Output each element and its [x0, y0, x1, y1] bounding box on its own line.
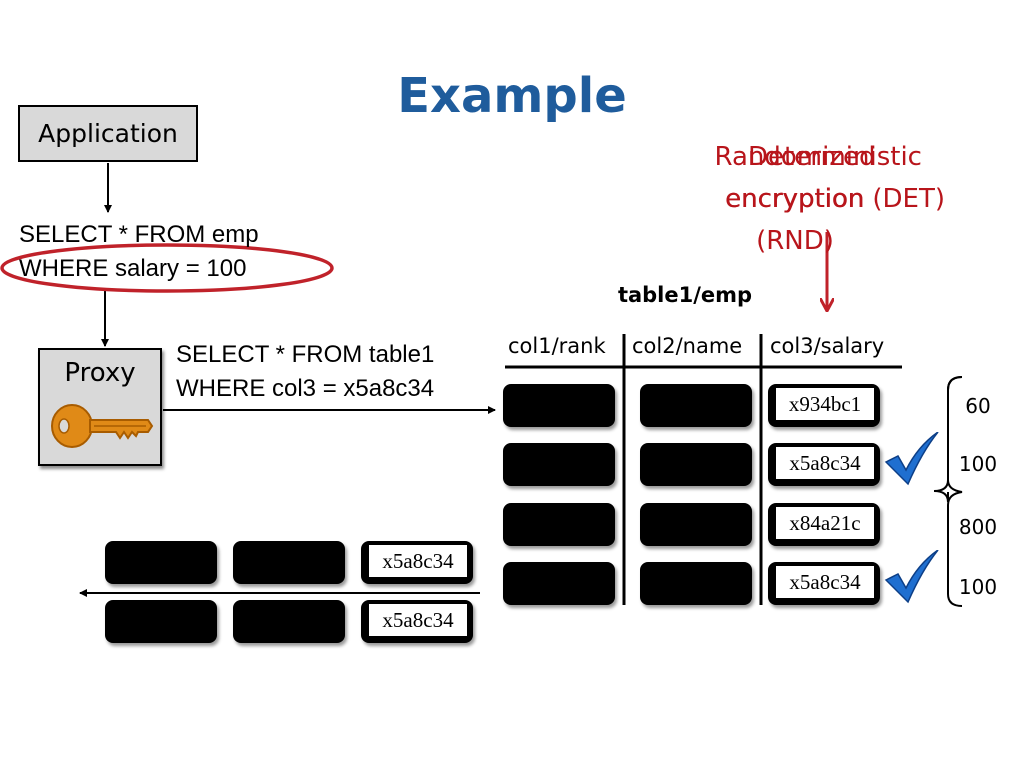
table-title: table1/emp [617, 283, 753, 307]
column-header-name: col2/name [632, 334, 743, 358]
result-cell-rank [105, 600, 217, 643]
encrypted-cell-rank [503, 443, 615, 486]
det-label-line-1: Deterministic [748, 142, 922, 172]
column-header-salary: col3/salary [770, 334, 885, 358]
result-cell-name [233, 541, 345, 584]
encrypted-query-line-2: WHERE col3 = x5a8c34 [176, 375, 435, 402]
bracket-right [947, 376, 963, 607]
page-title: Example [397, 68, 627, 124]
encrypted-query-line-1: SELECT * FROM table1 [176, 341, 435, 368]
rnd-label-line-2: (RND) [756, 226, 834, 256]
checkmark-icon [884, 550, 939, 604]
plain-query-line-1: SELECT * FROM emp [19, 221, 259, 248]
plain-value: 800 [958, 515, 998, 539]
salary-ciphertext: x5a8c34 [776, 447, 874, 479]
salary-ciphertext: x5a8c34 [776, 566, 874, 598]
plain-query-line-2: WHERE salary = 100 [19, 255, 247, 282]
salary-cell: x5a8c34 [768, 562, 880, 605]
result-salary-cell: x5a8c34 [361, 600, 473, 643]
checkmark-icon [884, 432, 939, 486]
result-cell-rank [105, 541, 217, 584]
result-salary-cell: x5a8c34 [361, 541, 473, 584]
salary-cell: x934bc1 [768, 384, 880, 427]
salary-cell: x84a21c [768, 503, 880, 546]
plain-query: SELECT * FROM emp WHERE salary = 100 [19, 218, 259, 286]
det-label: Deterministic encryption (DET) [700, 136, 970, 220]
proxy-label: Proxy [64, 358, 136, 388]
encrypted-query: SELECT * FROM table1 WHERE col3 = x5a8c3… [176, 338, 434, 406]
salary-cell: x5a8c34 [768, 443, 880, 486]
plain-value: 100 [958, 452, 998, 476]
salary-ciphertext: x84a21c [776, 507, 874, 539]
encrypted-cell-name [640, 384, 752, 427]
proxy-box: Proxy [38, 348, 162, 466]
encrypted-cell-name [640, 562, 752, 605]
encrypted-cell-name [640, 503, 752, 546]
result-ciphertext: x5a8c34 [369, 545, 467, 577]
application-label: Application [38, 119, 178, 148]
encrypted-cell-rank [503, 503, 615, 546]
encrypted-cell-rank [503, 562, 615, 605]
column-header-rank: col1/rank [508, 334, 606, 358]
rnd-label: Randomized encryption (RND) [650, 136, 940, 262]
encrypted-cell-name [640, 443, 752, 486]
application-box: Application [18, 105, 198, 162]
plain-value: 60 [965, 394, 991, 418]
det-label-line-2: encryption (DET) [724, 184, 946, 214]
rnd-label-line-1: Randomized encryption [714, 142, 876, 214]
result-ciphertext: x5a8c34 [369, 604, 467, 636]
highlight-ellipse [0, 243, 334, 293]
encrypted-cell-rank [503, 384, 615, 427]
plain-value: 100 [958, 575, 998, 599]
result-cell-name [233, 600, 345, 643]
key-icon [51, 404, 154, 448]
salary-ciphertext: x934bc1 [776, 388, 874, 420]
